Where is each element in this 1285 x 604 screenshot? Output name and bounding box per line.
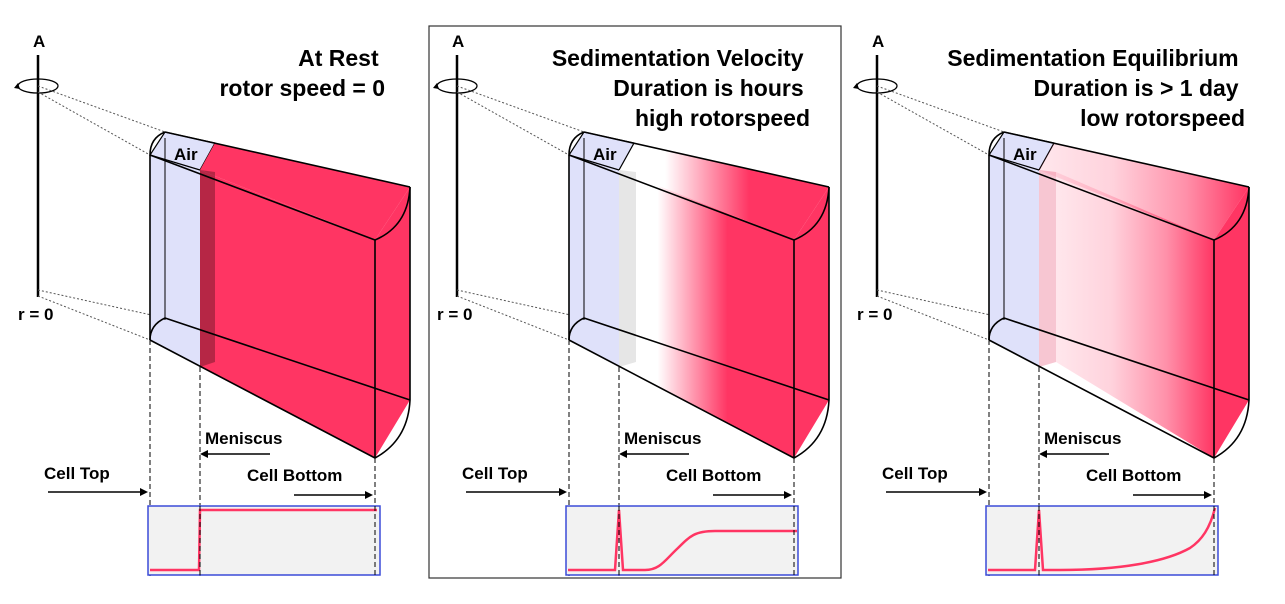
panel-at-rest: A r = 0 At Rest rotor speed = 0 Air: [14, 32, 411, 576]
panel-sedimentation-velocity: A r = 0 Sedimentation Velocity Duration …: [433, 32, 830, 576]
solution-region: [200, 170, 375, 458]
concentration-profile: [147, 505, 381, 576]
profile-trace: [568, 509, 797, 572]
meniscus-label: Meniscus: [624, 429, 701, 448]
projection-lines: [876, 85, 1005, 341]
cell-top-label: Cell Top: [44, 464, 110, 483]
air-label: Air: [1013, 145, 1037, 164]
rotation-axis: A r = 0: [853, 32, 898, 324]
cell-top-label: Cell Top: [462, 464, 528, 483]
axis-bottom-label: r = 0: [857, 305, 892, 324]
solution-back-face: [375, 187, 410, 458]
projection-lines: [456, 85, 585, 341]
cell-bottom-label: Cell Bottom: [247, 466, 342, 485]
air-region: [989, 155, 1039, 367]
rotation-axis: A r = 0: [14, 32, 59, 324]
air-label: Air: [174, 145, 198, 164]
axis-top-label: A: [452, 32, 464, 51]
profile-trace: [988, 507, 1217, 572]
solution-back-face: [1214, 187, 1249, 458]
panel-sedimentation-equilibrium: A r = 0 Sedimentation Equilibrium Durati…: [853, 32, 1250, 576]
air-region: [150, 155, 200, 367]
solution-top-face: [619, 143, 829, 240]
axis-top-label: A: [872, 32, 884, 51]
cell-bottom-label: Cell Bottom: [1086, 466, 1181, 485]
meniscus-band: [1039, 170, 1056, 367]
axis-top-label: A: [33, 32, 45, 51]
panel-title: At Rest rotor speed = 0: [219, 45, 385, 101]
concentration-profile: [565, 505, 799, 576]
concentration-profile: [985, 505, 1219, 576]
projection-lines: [37, 85, 166, 341]
meniscus-shadow: [200, 170, 215, 367]
cell-top-label: Cell Top: [882, 464, 948, 483]
sample-cell: Air: [149, 131, 411, 459]
air-region: [569, 155, 619, 367]
solution-top-face: [1039, 143, 1249, 240]
solution-region: [1056, 172, 1214, 458]
sample-cell: Air: [988, 131, 1250, 459]
meniscus-label: Meniscus: [205, 429, 282, 448]
cell-bottom-label: Cell Bottom: [666, 466, 761, 485]
rotation-axis: A r = 0: [433, 32, 478, 324]
panel-title: Sedimentation Equilibrium Duration is > …: [947, 45, 1245, 131]
panel-title: Sedimentation Velocity Duration is hours…: [552, 45, 810, 131]
air-label: Air: [593, 145, 617, 164]
axis-bottom-label: r = 0: [18, 305, 53, 324]
solution-top-face: [200, 143, 410, 240]
meniscus-label: Meniscus: [1044, 429, 1121, 448]
sample-cell: Air: [568, 131, 830, 459]
axis-bottom-label: r = 0: [437, 305, 472, 324]
solution-region: [619, 170, 794, 458]
panel-frame-velocity: [428, 25, 842, 579]
solution-back-face: [794, 187, 829, 458]
